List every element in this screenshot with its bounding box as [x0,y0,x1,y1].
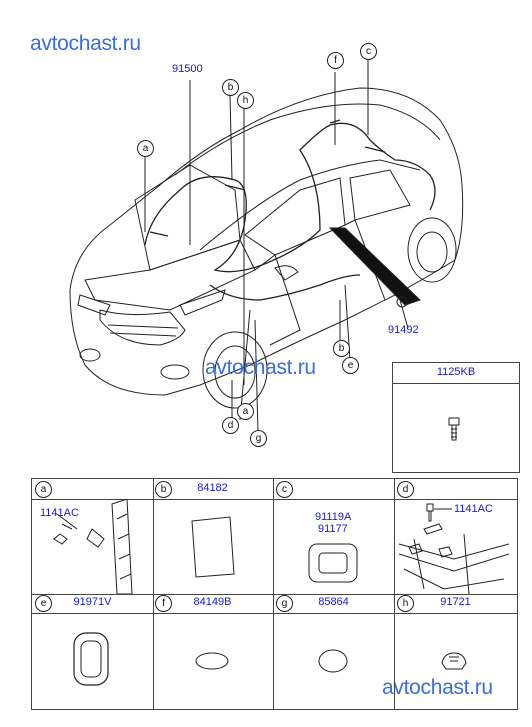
watermark: avtochast.ru [382,676,493,699]
oval-grommet-drawing [73,632,109,686]
part-code: 91721 [440,596,471,608]
cell-letter: a [35,481,52,498]
inner-part-label: 1141AC [454,503,493,515]
cell-letter: e [35,595,52,612]
cell-letter: b [155,481,172,498]
callout-c: c [360,43,377,60]
cell-letter: c [276,481,293,498]
watermark: avtochast.ru [30,32,141,55]
part-label-91492: 91492 [388,324,419,336]
detail-grid: a 1141AC b 84182 c 91119A [31,478,518,710]
callout-d: d [222,417,239,434]
callout-b-lower: b [333,340,350,357]
clip-drawing [441,652,467,670]
watermark: avtochast.ru [205,356,316,379]
part-code: 85864 [318,596,349,608]
detail-cell-a: a 1141AC [31,478,154,595]
cell-letter: d [397,481,414,498]
part-label-91500: 91500 [172,63,203,75]
detail-cell-g: g 85864 [273,593,395,710]
inner-part-label: 91177 [318,523,348,535]
inner-part-label: 1141AC [40,507,79,519]
inner-part-label: 91119A [315,511,352,523]
callout-g: g [250,430,267,447]
detail-cell-f: f 84149B [152,593,274,710]
detail-cell-h: h 91721 [394,593,518,710]
grommet-drawing [308,543,358,583]
callout-a-lower: a [237,403,254,420]
detail-cell-c: c 91119A 91177 [273,478,395,595]
callout-f: f [327,52,344,69]
cell-letter: g [276,595,293,612]
pad-drawing [191,516,235,578]
callout-e: e [342,357,359,374]
cell-letter: h [397,595,414,612]
detail-cell-d: d 1141AC [394,478,518,595]
bracket-drawing [53,499,133,594]
part-code: 91971V [73,596,112,608]
part-code: 84182 [197,482,228,494]
callout-b: b [222,79,239,96]
callout-h: h [237,92,254,109]
part-code: 84149B [193,596,232,608]
part-box-1125kb: 1125KB [392,362,520,473]
floor-bracket-drawing [398,503,510,594]
cell-letter: f [155,595,172,612]
part-code: 1125KB [436,366,476,378]
detail-cell-b: b 84182 [152,478,274,595]
oval-plug-drawing [195,652,229,670]
round-plug-drawing [318,649,348,673]
detail-cell-e: e 91971V [31,593,154,710]
callout-a: a [137,140,154,157]
